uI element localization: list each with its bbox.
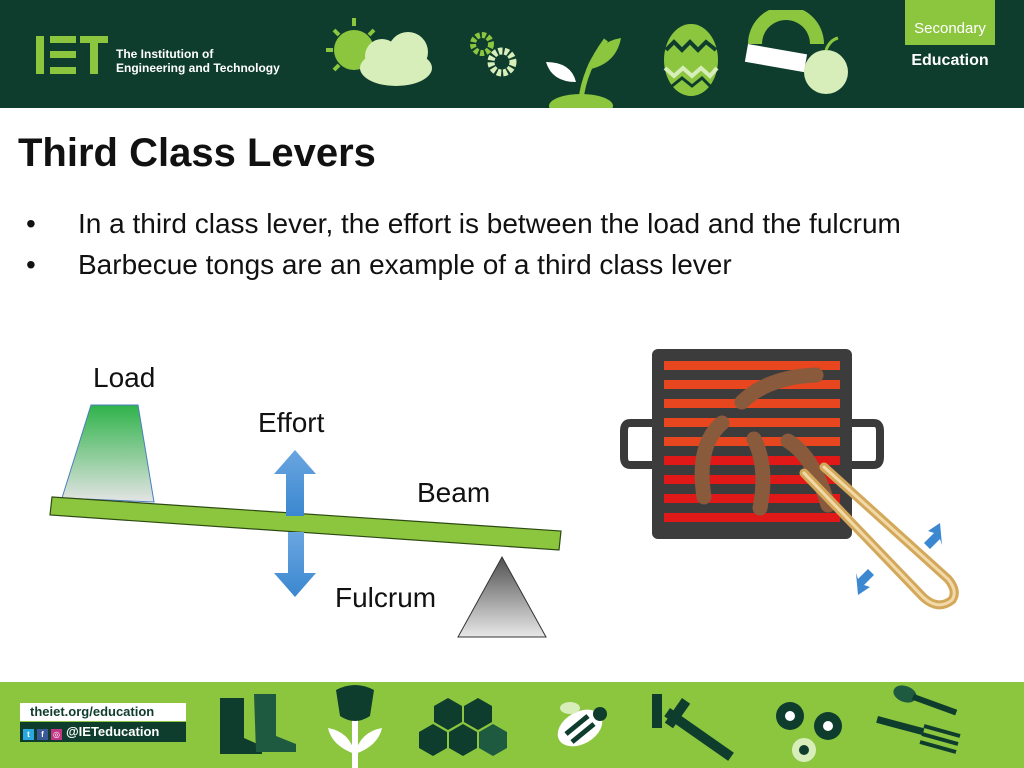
bullet-dot: • [26, 208, 36, 239]
twitter-icon[interactable]: t [23, 729, 34, 740]
grill-handle-right [850, 419, 884, 469]
bullet-item: • Barbecue tongs are an example of a thi… [26, 244, 956, 285]
org-name-line2: Engineering and Technology [116, 61, 280, 75]
sun-cloud-icon [326, 18, 432, 86]
bullet-text: In a third class lever, the effort is be… [78, 208, 901, 239]
squeeze-arrow-bottom [856, 569, 874, 595]
barbecue-tongs-illustration [620, 349, 959, 610]
tulip-icon [328, 685, 382, 768]
easter-egg-icon [663, 24, 719, 96]
protractor-apple-icon [744, 10, 848, 94]
bullet-item: • In a third class lever, the effort is … [26, 203, 956, 244]
org-name-line1: The Institution of [116, 47, 214, 61]
wellington-boots-icon [220, 694, 296, 754]
tongs-icon [799, 462, 959, 610]
education-label: Education [911, 52, 989, 69]
lever-beam [49, 496, 562, 551]
iet-logo-text: The Institution of Engineering and Techn… [116, 47, 316, 75]
garden-tools-icon [876, 685, 961, 754]
website-link[interactable]: theiet.org/education [20, 703, 186, 721]
load-block [61, 404, 155, 503]
load-label: Load [93, 362, 156, 393]
effort-label: Effort [258, 407, 325, 438]
beam-label: Beam [417, 477, 491, 508]
social-handle[interactable]: @IETeducation [66, 724, 160, 739]
honeycomb-icon [419, 698, 507, 756]
iet-logo-mark [36, 36, 108, 74]
fulcrum-label: Fulcrum [335, 582, 437, 613]
bee-icon [557, 702, 607, 747]
third-class-lever-diagram [49, 404, 562, 638]
effort-arrow [274, 450, 316, 597]
fulcrum-triangle [457, 555, 547, 638]
secondary-badge: Secondary [905, 0, 995, 45]
grill-handle-left [620, 419, 654, 469]
facebook-icon[interactable]: f [37, 729, 48, 740]
bullet-dot: • [26, 249, 36, 280]
footer-illustrations [220, 685, 961, 768]
header-illustrations [326, 10, 848, 108]
header-bar: The Institution of Engineering and Techn… [0, 0, 1024, 108]
instagram-icon[interactable]: ◎ [51, 729, 62, 740]
flowers-icon [776, 702, 842, 762]
gears-icon [470, 32, 517, 77]
bullet-list: • In a third class lever, the effort is … [26, 203, 956, 285]
squeeze-arrow-top [924, 523, 942, 549]
caliper-icon [652, 694, 734, 761]
bullet-text: Barbecue tongs are an example of a third… [78, 249, 732, 280]
slide-title: Third Class Levers [18, 131, 376, 175]
plant-icon [546, 38, 621, 108]
